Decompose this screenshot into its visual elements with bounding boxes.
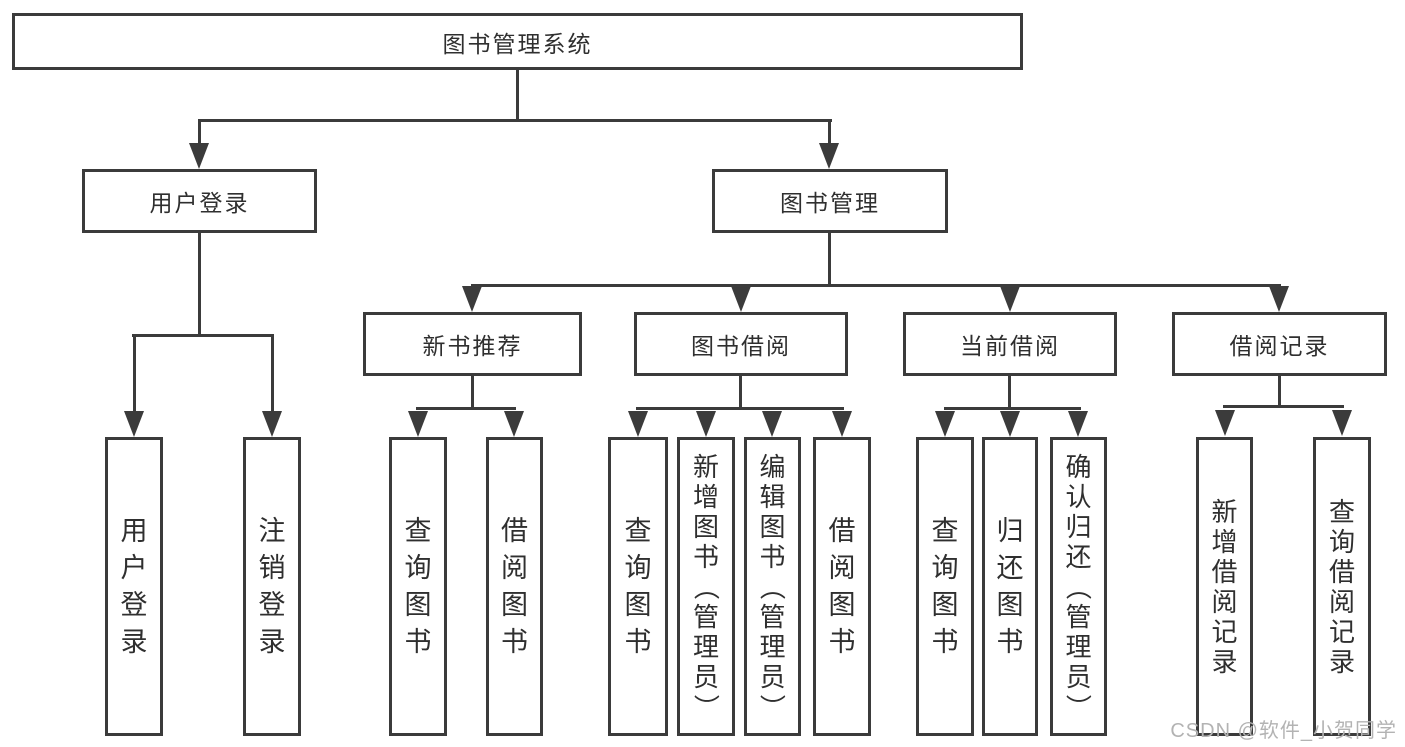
node-leaf-confirm-return-admin: 确认归还（管理员） xyxy=(1050,437,1107,736)
node-leaf-return-book: 归还图书 xyxy=(982,437,1038,736)
connector-currentborrow-stem xyxy=(1008,376,1011,409)
arrowhead-new-book-recommend xyxy=(462,286,482,312)
arrowhead-add-borrow-record xyxy=(1215,410,1235,436)
node-new-book-recommend: 新书推荐 xyxy=(363,312,582,376)
node-leaf-add-book-admin: 新增图书（管理员） xyxy=(677,437,735,736)
connector-userlogin-stem xyxy=(198,233,201,337)
node-leaf-query-books-b: 查询图书 xyxy=(608,437,668,736)
arrowhead-confirm-return-admin xyxy=(1068,411,1088,437)
connector-newbook-hline xyxy=(416,407,516,410)
node-book-management: 图书管理 xyxy=(712,169,948,233)
connector-userlogin-right-drop xyxy=(271,334,274,412)
arrowhead-book-borrow xyxy=(731,286,751,312)
connector-level2-right-drop xyxy=(828,119,831,146)
node-root: 图书管理系统 xyxy=(12,13,1023,70)
arrowhead-query-books-c xyxy=(935,411,955,437)
connector-level2-left-drop xyxy=(198,119,201,146)
arrowhead-user-login xyxy=(189,143,209,169)
connector-borrowrecords-hline xyxy=(1223,405,1344,408)
node-leaf-borrow-books-b: 借阅图书 xyxy=(813,437,871,736)
arrowhead-leaf-user-login xyxy=(124,411,144,437)
connector-bookborrow-hline xyxy=(636,407,844,410)
connector-userlogin-left-drop xyxy=(133,334,136,412)
arrowhead-return-book xyxy=(1000,411,1020,437)
arrowhead-borrow-books-b xyxy=(832,411,852,437)
arrowhead-edit-book-admin xyxy=(762,411,782,437)
node-current-borrow: 当前借阅 xyxy=(903,312,1117,376)
node-leaf-add-borrow-record: 新增借阅记录 xyxy=(1196,437,1253,736)
arrowhead-leaf-logout xyxy=(262,411,282,437)
arrowhead-add-book-admin xyxy=(696,411,716,437)
node-leaf-query-books-a: 查询图书 xyxy=(389,437,447,736)
node-user-login: 用户登录 xyxy=(82,169,317,233)
connector-level2-hline xyxy=(198,119,832,122)
connector-currentborrow-hline xyxy=(944,407,1081,410)
node-leaf-user-login: 用户登录 xyxy=(105,437,163,736)
node-book-borrow: 图书借阅 xyxy=(634,312,848,376)
connector-root-stem xyxy=(516,70,519,121)
arrowhead-borrow-records xyxy=(1269,286,1289,312)
node-leaf-edit-book-admin: 编辑图书（管理员） xyxy=(744,437,801,736)
arrowhead-query-books-b xyxy=(628,411,648,437)
node-leaf-borrow-books-a: 借阅图书 xyxy=(486,437,543,736)
connector-newbook-stem xyxy=(471,376,474,409)
arrowhead-query-borrow-record xyxy=(1332,410,1352,436)
arrowhead-query-books-a xyxy=(408,411,428,437)
connector-bookmgmt-stem xyxy=(828,233,831,286)
node-leaf-query-books-c: 查询图书 xyxy=(916,437,974,736)
connector-borrowrecords-stem xyxy=(1278,376,1281,407)
connector-userlogin-hline xyxy=(132,334,274,337)
node-leaf-logout: 注销登录 xyxy=(243,437,301,736)
arrowhead-current-borrow xyxy=(1000,286,1020,312)
connector-level3-hline xyxy=(471,284,1281,287)
node-borrow-records: 借阅记录 xyxy=(1172,312,1387,376)
arrowhead-book-management xyxy=(819,143,839,169)
node-leaf-query-borrow-record: 查询借阅记录 xyxy=(1313,437,1371,736)
watermark-text: CSDN @软件_小贺同学 xyxy=(1170,720,1397,742)
connector-bookborrow-stem xyxy=(739,376,742,409)
arrowhead-borrow-books-a xyxy=(504,411,524,437)
